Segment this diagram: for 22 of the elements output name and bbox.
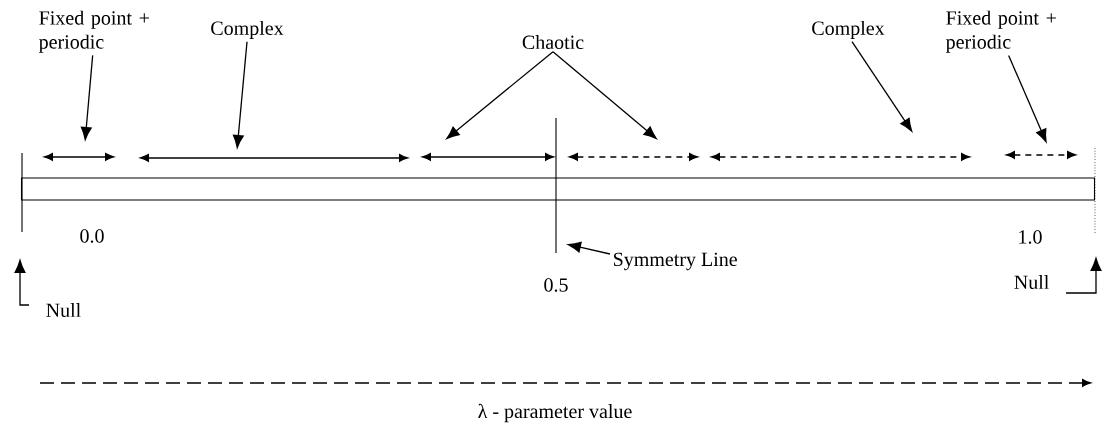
category-label: Null — [1014, 274, 1049, 289]
leader-arrow — [1065, 257, 1102, 294]
category-label: Complex — [211, 20, 284, 40]
leader-arrow — [14, 259, 30, 306]
category-label: Fixed point + periodic — [39, 10, 149, 53]
category-label: Null — [46, 302, 81, 317]
tick-value: 1.0 — [1019, 230, 1042, 244]
category-label: Fixed point + periodic — [946, 10, 1056, 53]
tick-value: 0.0 — [80, 229, 104, 243]
category-label: Symmetry Line — [614, 252, 737, 271]
leader-arrow — [232, 41, 248, 149]
axis-label: λ - parameter value — [478, 403, 632, 423]
tick-value: 0.5 — [544, 278, 568, 292]
leader-arrow — [80, 54, 94, 141]
parameter-bar — [20, 177, 1096, 201]
category-label: Complex — [812, 20, 885, 40]
leader-arrow — [446, 51, 554, 140]
leader-arrow — [567, 241, 611, 255]
leader-arrow — [1008, 54, 1047, 143]
category-label: Chaotic — [522, 34, 584, 49]
leader-arrow — [552, 51, 657, 139]
leader-arrow — [851, 41, 913, 132]
